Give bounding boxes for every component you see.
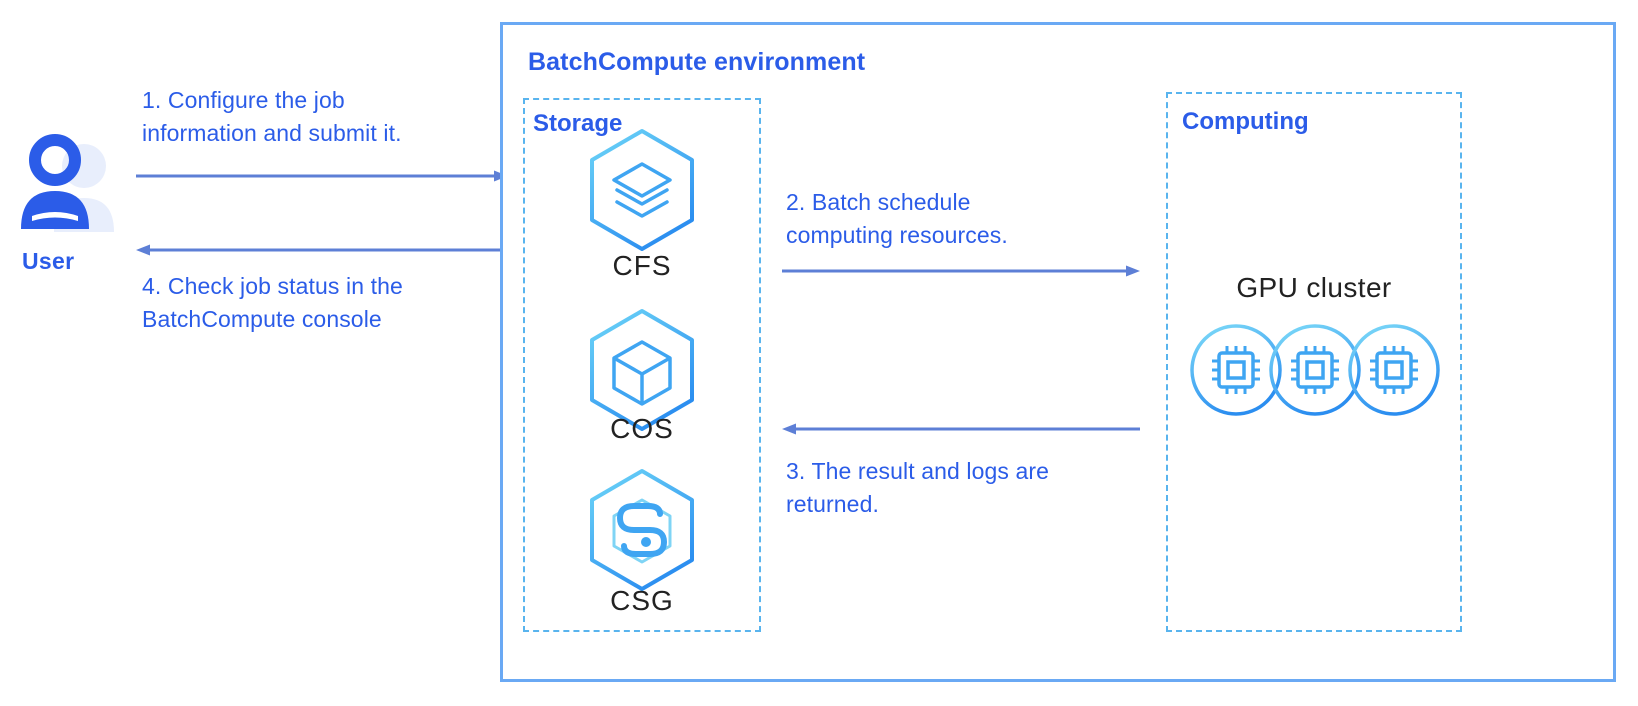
step-4-label: 4. Check job status in the BatchCompute … <box>142 273 403 332</box>
computing-box <box>1166 92 1462 632</box>
step-1-label: 1. Configure the job information and sub… <box>142 87 402 146</box>
step-2-label: 2. Batch schedule computing resources. <box>786 189 1008 248</box>
cube-hexagon-icon <box>586 308 698 432</box>
batchcompute-environment-box <box>500 22 1616 682</box>
storage-item-caption-csg: CSG <box>610 585 674 616</box>
arrow-step-3 <box>782 422 1140 436</box>
storage-item-caption-cfs: CFS <box>612 250 672 281</box>
storage-label: Storage <box>533 110 623 137</box>
arrow-step-4 <box>136 243 508 257</box>
step-3-label: 3. The result and logs are returned. <box>786 458 1050 517</box>
batchcompute-environment-title: BatchCompute environment <box>528 48 866 76</box>
s-hexagon-icon <box>586 468 698 592</box>
gpu-cluster-icon <box>1190 324 1440 416</box>
storage-box <box>523 98 761 632</box>
gpu-cluster-label: GPU cluster <box>1236 272 1392 303</box>
arrow-step-2 <box>782 264 1140 278</box>
user-icon <box>16 128 126 238</box>
user-label: User <box>22 248 75 274</box>
layers-hexagon-icon <box>586 128 698 252</box>
computing-label: Computing <box>1182 108 1309 135</box>
arrow-step-1 <box>136 169 508 183</box>
storage-item-caption-cos: COS <box>610 413 674 444</box>
